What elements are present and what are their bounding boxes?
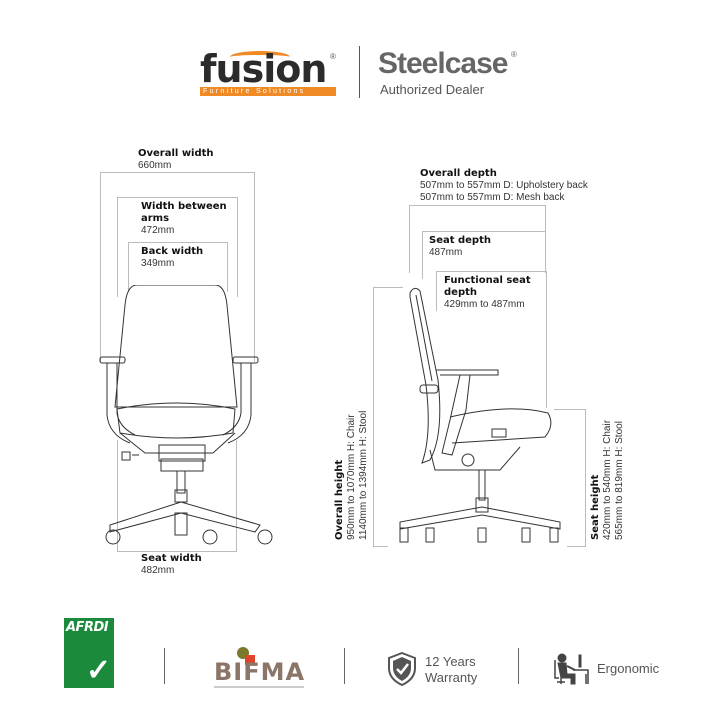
functional-seat-depth-value: 429mm to 487mm (444, 299, 525, 310)
back-width-value: 349mm (141, 258, 175, 269)
certification-divider (344, 648, 345, 684)
seat-height-value-chair: 420mm to 540mm H: Chair (602, 419, 613, 540)
seat-depth-label: Seat depth (429, 235, 491, 246)
certification-divider (518, 648, 519, 684)
overall-depth-line-left (409, 205, 410, 273)
bifma-tagline (214, 686, 304, 688)
width-between-arms-label: Width between arms (141, 201, 227, 224)
back-width-line-left (128, 242, 129, 292)
overall-height-text: Overall height 950mm to 1070mm H: Chair … (334, 411, 370, 540)
overall-height-value-stool: 1140mm to 1394mm H: Stool (358, 410, 369, 540)
fusion-tagline: Furniture Solutions (200, 87, 336, 96)
overall-width-line (100, 172, 255, 173)
overall-width-value: 660mm (138, 160, 172, 171)
overall-width-line-right (254, 172, 255, 362)
back-width-label: Back width (141, 246, 204, 257)
afrdi-certification-badge: AFRDI ✓ (64, 618, 114, 688)
fusion-wordmark: fusion (200, 47, 327, 91)
logo-divider (359, 46, 360, 98)
functional-seat-depth-label: Functional seat depth (444, 275, 531, 298)
afrdi-label: AFRDI (66, 620, 109, 635)
back-width-line-right (227, 242, 228, 292)
warranty-text: Warranty (425, 670, 478, 685)
overall-height-line (373, 287, 374, 547)
bifma-square-icon (245, 655, 255, 665)
overall-depth-label: Overall depth (420, 168, 497, 179)
overall-width-label: Overall width (138, 148, 214, 159)
overall-height-label: Overall height (334, 459, 345, 540)
authorized-dealer-label: Authorized Dealer (380, 82, 485, 97)
arms-width-line (117, 197, 238, 198)
seat-depth-line-left (422, 231, 423, 279)
steelcase-wordmark: Steelcase (378, 47, 508, 80)
seat-height-text: Seat height 420mm to 540mm H: Chair 565m… (590, 420, 626, 540)
seat-depth-value: 487mm (429, 247, 463, 258)
seat-height-line-top (554, 409, 586, 410)
ergonomic-text: Ergonomic (597, 661, 660, 676)
overall-depth-value-mesh: 507mm to 557mm D: Mesh back (420, 192, 565, 203)
steelcase-registered-mark: ® (511, 50, 517, 59)
shield-check-icon (388, 652, 416, 686)
certification-divider (164, 648, 165, 684)
seat-width-line (117, 551, 237, 552)
bifma-logo: BIFMA (214, 658, 306, 686)
seat-height-label: Seat height (590, 474, 601, 540)
functional-seat-depth-line (436, 271, 546, 272)
back-width-line (128, 242, 228, 243)
fusion-swoosh (230, 51, 290, 63)
arms-width-line-right (237, 197, 238, 297)
overall-height-value-chair: 950mm to 1070mm H: Chair (346, 414, 357, 540)
checkmark-icon: ✓ (86, 654, 112, 687)
overall-width-line-left (100, 172, 101, 362)
seat-width-value: 482mm (141, 565, 175, 576)
chair-front-view-drawing (99, 285, 273, 545)
overall-height-line-bottom (373, 546, 388, 547)
overall-depth-line-right (545, 205, 546, 273)
chair-side-view-drawing (399, 287, 561, 543)
functional-seat-depth-line-left (436, 271, 437, 311)
seat-width-line-left (117, 440, 118, 551)
warranty-years-text: 12 Years (425, 654, 476, 669)
seat-width-line-right (236, 440, 237, 551)
arms-width-line-left (117, 197, 118, 297)
seat-width-label: Seat width (141, 553, 202, 564)
overall-depth-value-upholstery: 507mm to 557mm D: Upholstery back (420, 180, 588, 191)
ergonomic-desk-icon (554, 653, 589, 685)
seat-height-value-stool: 565mm to 819mm H: Stool (614, 421, 625, 540)
fusion-registered-mark: ® (330, 52, 336, 61)
seat-depth-line-right (546, 271, 547, 408)
seat-height-line (585, 409, 586, 547)
width-between-arms-value: 472mm (141, 225, 175, 236)
fusion-logo: fusion ® Furniture Solutions (200, 50, 340, 100)
seat-height-line-bottom (567, 546, 586, 547)
overall-depth-line (409, 205, 546, 206)
overall-height-line-top (373, 287, 403, 288)
seat-depth-line (422, 231, 546, 232)
